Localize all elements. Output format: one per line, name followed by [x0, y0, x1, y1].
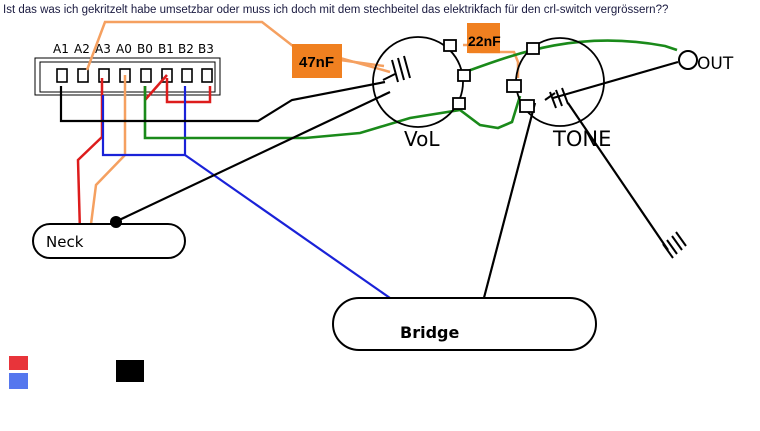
pin-label-b1: B1 [158, 42, 174, 56]
question-text: Ist das was ich gekritzelt habe umsetzba… [3, 4, 669, 16]
tone-lug-mid [506, 79, 522, 93]
wire-red-b1 [144, 74, 168, 101]
wire-green-vol [143, 86, 522, 140]
wire-black-tone-bridge [478, 102, 537, 314]
lug-a3 [98, 68, 110, 83]
tone-lug-bottom [519, 99, 535, 113]
neck-label: Neck [46, 233, 84, 251]
out-jack-icon [678, 50, 698, 70]
out-label: OUT [697, 54, 734, 74]
pin-label-a1: A1 [53, 42, 69, 56]
vol-lug-mid [457, 69, 471, 82]
black-wires [59, 60, 679, 314]
vol-label: VoL [404, 127, 440, 151]
capacitor-47nf: 47nF [292, 44, 342, 78]
wire-black-neck-vol [114, 91, 391, 223]
pin-label-b0: B0 [137, 42, 153, 56]
legend-red-swatch [9, 356, 28, 370]
neck-solder-point [110, 216, 122, 228]
green-wires [143, 39, 678, 140]
pin-label-a0: A0 [116, 42, 132, 56]
wire-black-ground [59, 80, 386, 123]
wire-red-neck [76, 78, 104, 233]
tone-ground-symbol [544, 87, 569, 109]
cap-22nf-label: 22nF [468, 33, 501, 49]
vol-lug-top [443, 39, 457, 52]
wire-black-out [552, 60, 679, 100]
lug-b3 [201, 68, 213, 83]
lug-a2 [77, 68, 89, 83]
wire-blue-bridge [184, 154, 391, 299]
wire-red-b-bridge [165, 78, 212, 104]
pin-label-b3: B3 [198, 42, 214, 56]
bridge-label: Bridge [400, 323, 459, 342]
switch-pin-labels: A1 A2 A3 A0 B0 B1 B2 B3 [53, 42, 214, 56]
legend-blue-swatch [9, 373, 28, 389]
wire-black-tone-ground [567, 102, 669, 251]
output-jack: OUT [678, 50, 734, 74]
vol-ground-symbol [382, 55, 411, 83]
wire-green-out [464, 39, 678, 74]
tone-label: TONE [552, 127, 611, 151]
cap-47nf-label: 47nF [299, 54, 334, 71]
pin-label-a3: A3 [95, 42, 111, 56]
ground-icon [662, 231, 687, 259]
pin-label-a2: A2 [74, 42, 90, 56]
volume-pot: VoL [372, 36, 471, 151]
neck-pickup: Neck [32, 216, 186, 259]
lug-b0 [140, 68, 152, 83]
lug-a1 [56, 68, 68, 83]
vol-lug-bottom [452, 97, 466, 110]
tone-lug-top [526, 42, 540, 55]
legend-black-swatch [116, 360, 144, 382]
lug-b2 [181, 68, 193, 83]
tone-pot: TONE [506, 37, 611, 151]
wire-orange-neck [88, 75, 127, 233]
color-legend [9, 356, 144, 389]
pin-label-b2: B2 [178, 42, 194, 56]
bridge-pickup: Bridge [332, 297, 597, 351]
capacitor-22nf: 22nF [467, 23, 501, 53]
